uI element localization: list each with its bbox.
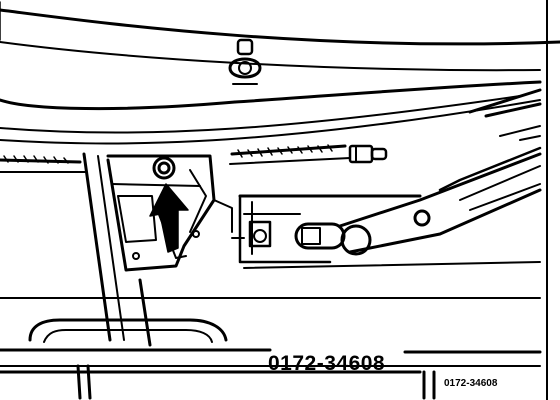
vertical-pillar [82, 152, 152, 347]
hinge-arm-upper [468, 88, 542, 141]
seam-strip-left [0, 155, 87, 173]
adjustment-slot [294, 222, 346, 250]
hinge-base-plate [231, 194, 541, 269]
hood-stud [228, 38, 262, 85]
seam-strip-right [229, 144, 351, 165]
connector-plug [348, 144, 388, 164]
figure-reference-number: 0172-34608 [268, 352, 386, 375]
fender-outline [0, 297, 541, 343]
figure-corner-code: 0172-34608 [444, 378, 498, 389]
hood-latch-bracket [106, 154, 233, 272]
bottom-band [0, 348, 542, 400]
hinge-link-arm [338, 146, 542, 256]
hood-panel [0, 1, 560, 145]
arrow-up-icon [149, 183, 189, 259]
bolt-head-icon [152, 156, 176, 180]
